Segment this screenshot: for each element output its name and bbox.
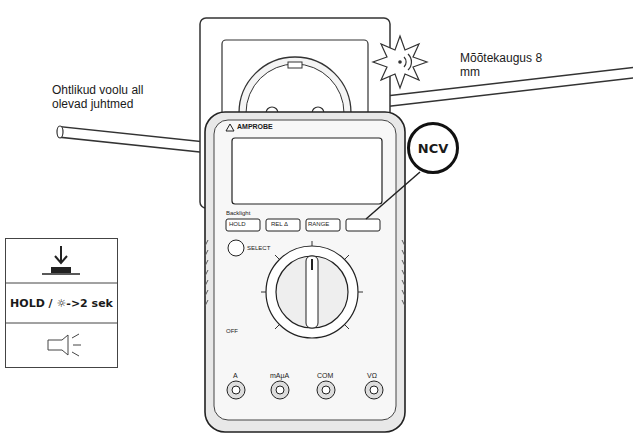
input-jack	[227, 381, 245, 399]
grip-ridges	[205, 240, 208, 306]
input-jack	[365, 381, 383, 399]
button	[266, 219, 300, 231]
button-icon	[51, 267, 71, 273]
brand-label: AMPROBE	[237, 123, 273, 131]
ncv-button	[346, 219, 380, 231]
callout-label: NCV	[418, 141, 448, 156]
button-base	[42, 273, 80, 275]
leader-line	[366, 172, 420, 219]
meter-body	[205, 112, 405, 432]
button-caption: Backlight	[226, 210, 250, 217]
display	[232, 138, 382, 204]
jack-label: VΩ	[367, 372, 377, 380]
dial-ticks	[261, 241, 363, 329]
light-rays	[72, 334, 81, 356]
instruction-text: HOLD / ☼->2 sek	[10, 297, 113, 310]
jack-hole	[232, 386, 240, 394]
signal-dot	[398, 60, 402, 64]
jack-hole	[370, 386, 378, 394]
input-jack	[317, 381, 335, 399]
table-divider	[5, 323, 118, 324]
distance-note: Mõõtekaugus 8 mm	[460, 52, 550, 80]
grip-ridges	[402, 240, 405, 306]
signal-waves	[404, 54, 411, 70]
dial-ring	[266, 246, 358, 338]
button	[226, 219, 260, 231]
dial-pointer	[311, 259, 313, 270]
jack-label: mAµA	[270, 372, 289, 380]
jack-label: A	[233, 372, 238, 380]
select-button	[228, 240, 244, 256]
dial-position: OFF	[226, 328, 238, 335]
legend-table: HOLD / ☼->2 sek	[5, 238, 118, 368]
button-label: HOLD	[229, 221, 246, 228]
warning-triangle	[226, 124, 234, 131]
callout-circle: NCV	[407, 122, 459, 174]
button-label: REL Δ	[271, 221, 288, 228]
dial-knob	[306, 256, 318, 328]
warning-note: Ohtlikud voolu all olevad juhtmed	[52, 84, 172, 112]
press-arrow	[55, 246, 67, 263]
table-divider	[5, 283, 118, 284]
button-caption: SELECT	[247, 245, 270, 252]
jack-hole	[322, 386, 330, 394]
button	[306, 219, 340, 231]
jack-label: COM	[317, 372, 333, 380]
rotary-dial	[276, 256, 348, 328]
earth-clip	[288, 62, 302, 68]
sensing-burst	[373, 36, 427, 88]
input-jack	[271, 381, 289, 399]
wire-end	[57, 126, 63, 138]
flashlight-icon	[48, 335, 68, 355]
button-label: RANGE	[308, 221, 329, 228]
jack-hole	[276, 386, 284, 394]
meter-face	[214, 120, 396, 420]
